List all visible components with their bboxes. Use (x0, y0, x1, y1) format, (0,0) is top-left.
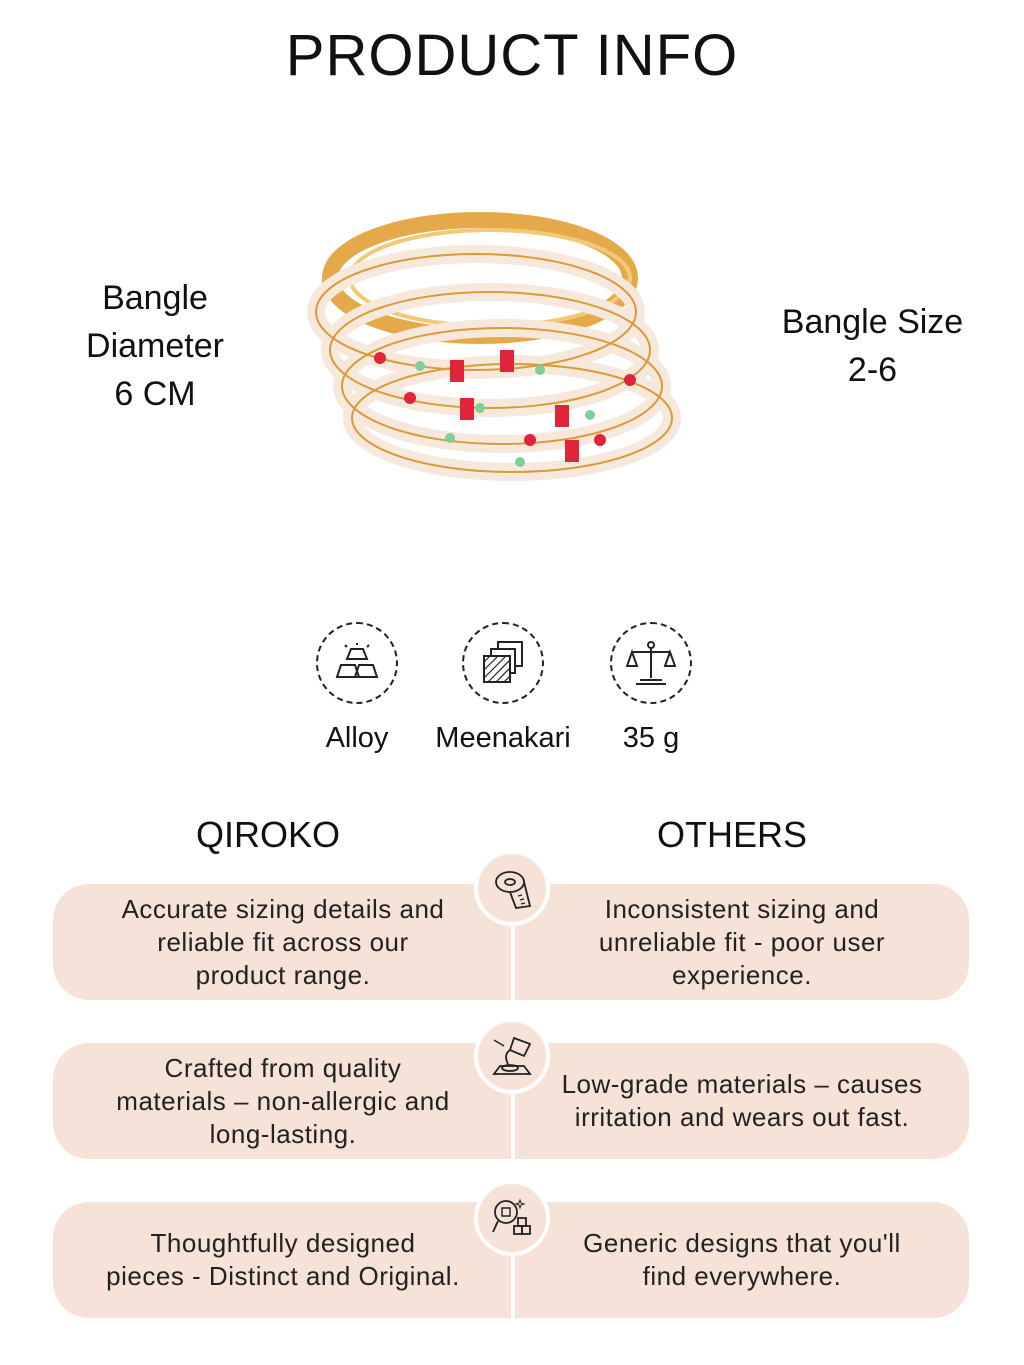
card-text-line: find everywhere. (642, 1261, 842, 1291)
attribute-row: Alloy Meenakari 35 g (300, 622, 720, 762)
balance-scale-icon (610, 622, 692, 704)
bangle-size-spec: Bangle Size 2-6 (760, 298, 985, 394)
bangles-product-image (307, 212, 681, 481)
card-text-line: long-lasting. (209, 1118, 357, 1149)
page-title: PRODUCT INFO (285, 23, 739, 88)
card-text-line: experience. (672, 959, 812, 990)
gold-bars-icon (316, 622, 398, 704)
card-text-line: Generic designs that you'll (583, 1228, 901, 1258)
card-text-line: Thoughtfully designed (150, 1228, 416, 1258)
pouring-material-icon (474, 1018, 550, 1094)
bangle-diameter-spec: Bangle Diameter 6 CM (40, 274, 270, 418)
measuring-tape-icon (474, 850, 550, 926)
attribute-label: 35 g (622, 722, 680, 754)
comparison-divider (511, 880, 515, 1320)
card-text-line: unreliable fit - poor user (598, 926, 886, 957)
attribute-craft: Meenakari (428, 622, 578, 755)
qiroko-card-sizing: Accurate sizing details and reliable fit… (53, 884, 513, 1000)
card-text-line: reliable fit across our (157, 926, 409, 957)
attribute-material: Alloy (282, 622, 432, 755)
layered-tiles-icon (462, 622, 544, 704)
qiroko-heading: QIROKO (195, 814, 341, 855)
attribute-weight: 35 g (576, 622, 726, 755)
others-heading: OTHERS (656, 814, 807, 855)
card-text-line: Crafted from quality (164, 1052, 402, 1083)
card-text-line: product range. (195, 959, 371, 990)
spec-line: Bangle Size (781, 303, 964, 341)
qiroko-card-materials: Crafted from quality materials – non-all… (53, 1043, 513, 1159)
card-text-line: Accurate sizing details and (121, 893, 445, 924)
enamel-pattern (374, 350, 636, 467)
spec-line: Bangle (102, 279, 208, 317)
card-text-line: pieces - Distinct and Original. (106, 1261, 460, 1291)
others-card-sizing: Inconsistent sizing and unreliable fit -… (515, 884, 969, 1000)
card-text-line: Inconsistent sizing and (604, 893, 880, 924)
spec-line: Diameter (86, 327, 224, 365)
bangle-stack (307, 212, 681, 481)
design-search-icon (474, 1180, 550, 1256)
qiroko-card-design: Thoughtfully designed pieces - Distinct … (53, 1202, 513, 1318)
attribute-label: Meenakari (435, 722, 571, 754)
card-text-line: irritation and wears out fast. (574, 1102, 910, 1132)
card-text-line: Low-grade materials – causes (561, 1069, 923, 1099)
card-text-line: materials – non-allergic and (116, 1085, 450, 1116)
spec-line: 6 CM (114, 375, 196, 413)
spec-line: 2-6 (847, 351, 898, 389)
attribute-label: Alloy (325, 722, 389, 754)
others-card-materials: Low-grade materials – causes irritation … (515, 1043, 969, 1159)
others-card-design: Generic designs that you'll find everywh… (515, 1202, 969, 1318)
